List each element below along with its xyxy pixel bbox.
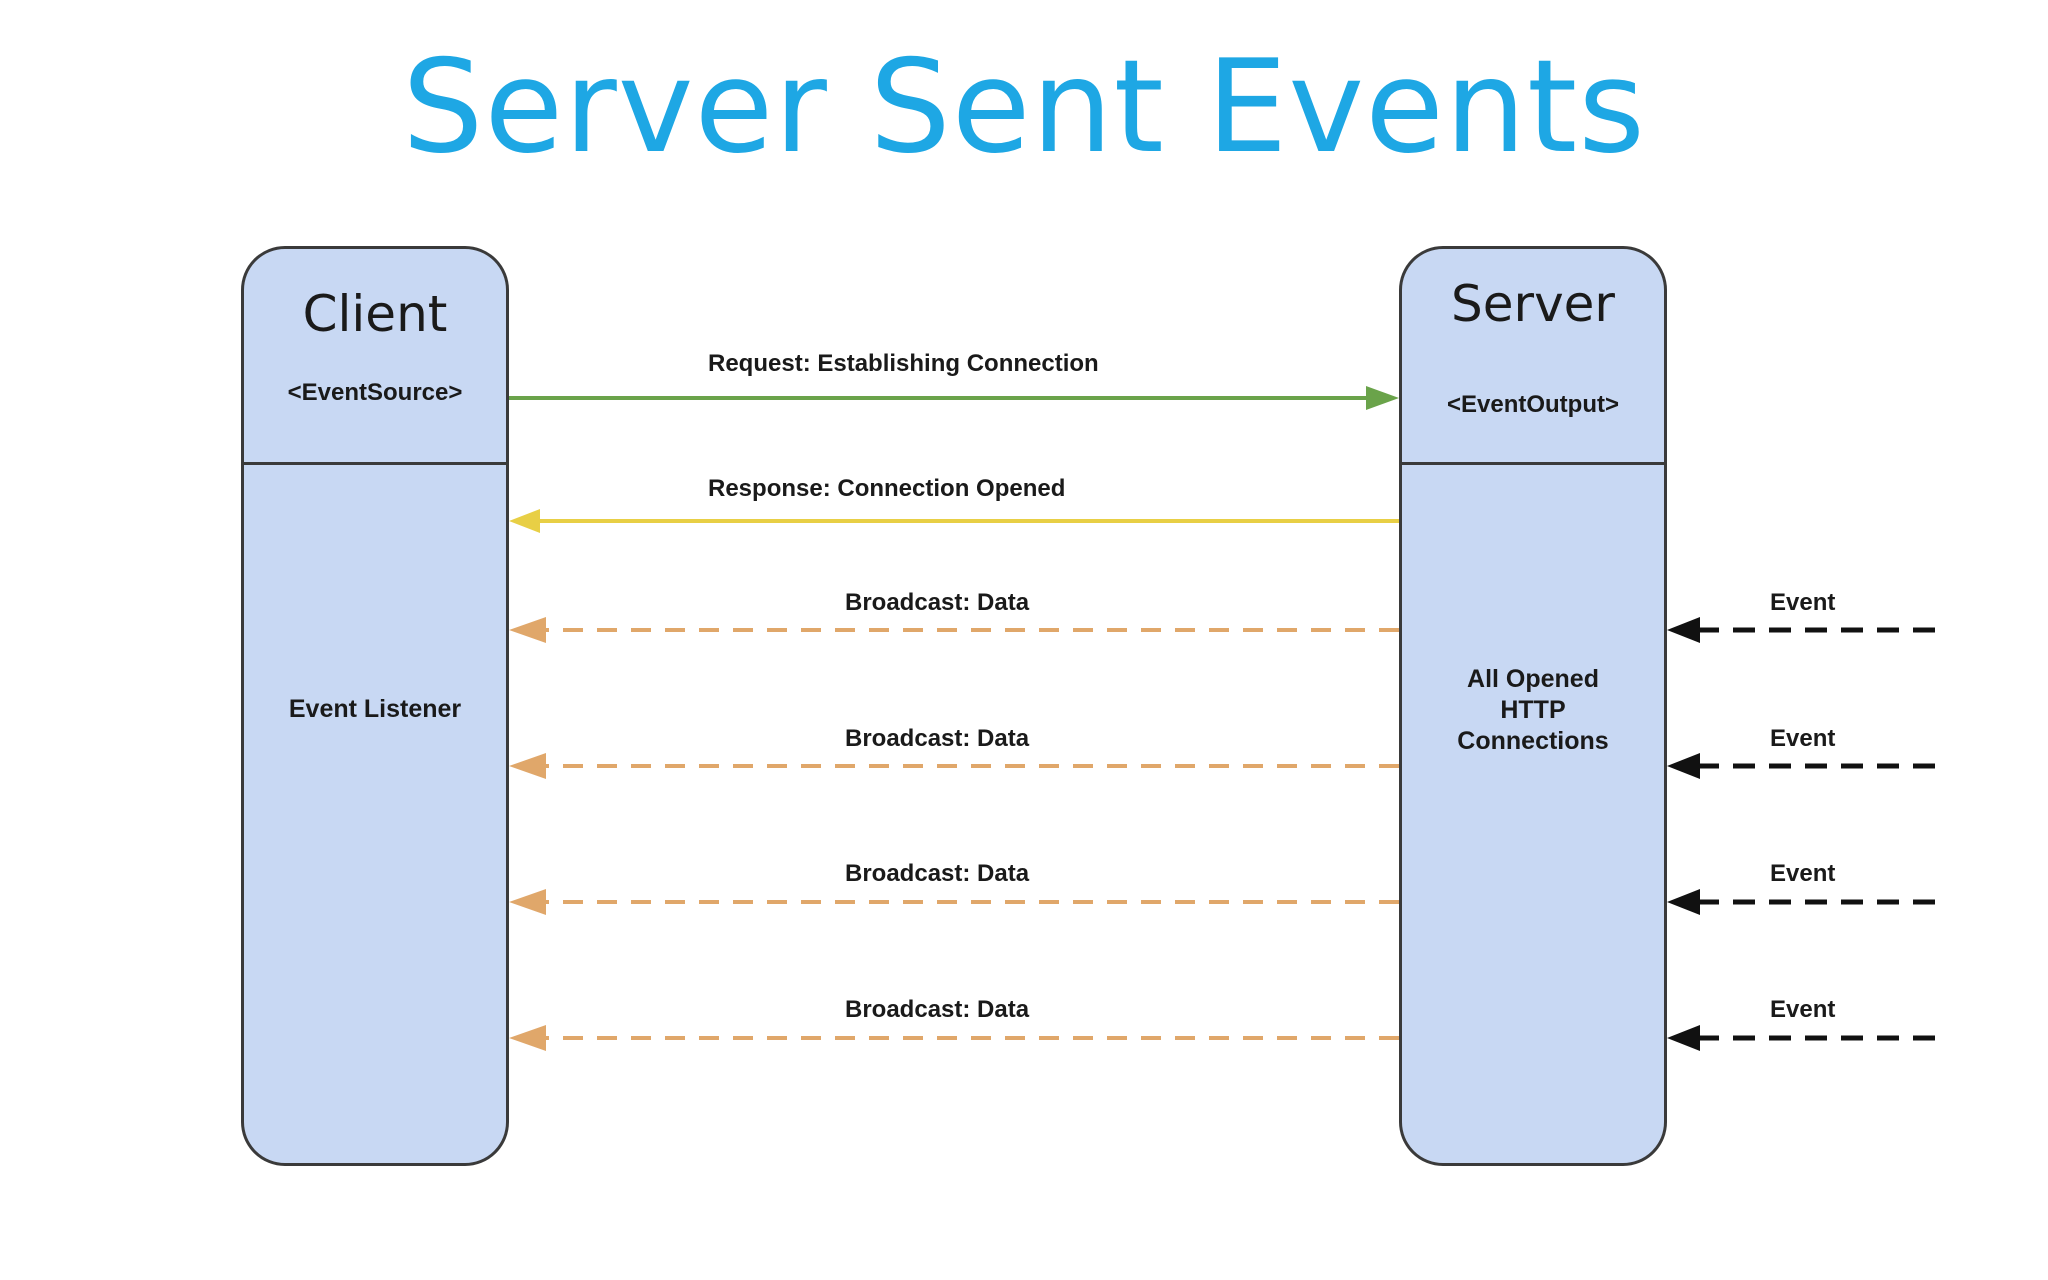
broadcast-arrow-2 (509, 753, 1399, 779)
broadcast-label-1: Broadcast: Data (845, 589, 1030, 616)
event-label-4: Event (1770, 996, 1836, 1023)
server-node: Server <EventOutput> All Opened HTTP Con… (1399, 246, 1667, 1166)
server-divider (1402, 462, 1664, 465)
response-label: Response: Connection Opened (708, 475, 1066, 502)
broadcast-arrow-4 (509, 1025, 1399, 1051)
event-arrow-2 (1667, 753, 1935, 779)
client-divider (244, 462, 506, 465)
request-arrow (509, 386, 1399, 410)
event-arrow-3 (1667, 889, 1935, 915)
event-label-3: Event (1770, 860, 1836, 887)
request-label: Request: Establishing Connection (708, 350, 1099, 377)
server-title: Server (1451, 275, 1615, 333)
client-title: Client (302, 285, 448, 343)
server-subtitle: <EventOutput> (1446, 391, 1620, 418)
broadcast-label-3: Broadcast: Data (845, 860, 1030, 887)
client-subtitle: <EventSource> (287, 379, 463, 406)
event-label-1: Event (1770, 589, 1836, 616)
broadcast-arrow-1 (509, 617, 1399, 643)
response-arrow (509, 509, 1399, 533)
client-node: Client <EventSource> Event Listener (241, 246, 509, 1166)
broadcast-arrow-3 (509, 889, 1399, 915)
server-body: All Opened HTTP Connections (1457, 665, 1609, 755)
diagram-title: Server Sent Events (402, 33, 1646, 182)
broadcast-label-4: Broadcast: Data (845, 996, 1030, 1023)
broadcast-label-2: Broadcast: Data (845, 725, 1030, 752)
event-label-2: Event (1770, 725, 1836, 752)
event-arrow-4 (1667, 1025, 1935, 1051)
client-body: Event Listener (288, 695, 462, 723)
event-arrow-1 (1667, 617, 1935, 643)
